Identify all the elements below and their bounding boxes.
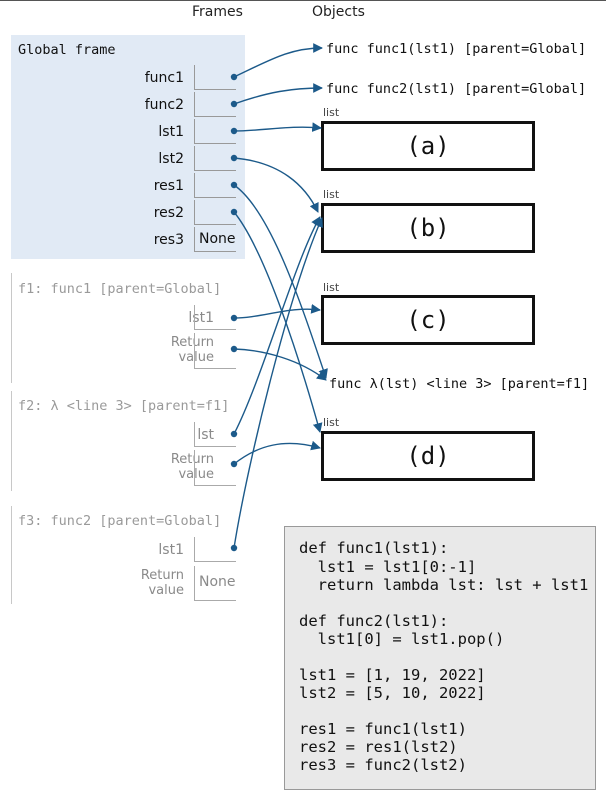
- list-box-b: (b): [321, 203, 535, 253]
- var-cell-func2: [194, 92, 236, 117]
- arrow-func1: [233, 43, 323, 78]
- object-func2: func func2(lst1) [parent=Global]: [326, 81, 587, 97]
- dot-f1-return: [230, 345, 238, 353]
- frame-f2: [11, 391, 244, 491]
- dot-f2-lst: [230, 430, 238, 438]
- arrow-f2-lst: [233, 216, 321, 435]
- dot-lst2: [230, 154, 238, 162]
- list-label-d: list: [323, 416, 340, 429]
- dot-res2: [230, 208, 238, 216]
- frame-f3: [11, 506, 244, 604]
- dot-func2: [230, 100, 238, 108]
- var-name-res3: res3: [153, 232, 184, 248]
- frame-f3-return-cell: None: [194, 566, 236, 601]
- frame-f1-var-cell: [194, 305, 236, 330]
- list-label-a: list: [323, 106, 340, 119]
- code-box: def func1(lst1): lst1 = lst1[0:-1] retur…: [284, 526, 596, 790]
- var-name-func1: func1: [144, 70, 184, 86]
- dot-func1: [230, 73, 238, 81]
- list-box-c: (c): [321, 295, 535, 345]
- frame-f3-var-name: lst1: [158, 542, 184, 558]
- global-frame-title: Global frame: [18, 42, 116, 58]
- frame-f1: [11, 273, 244, 383]
- frame-f2-var-cell: [194, 422, 236, 447]
- var-cell-lst1: [194, 119, 236, 144]
- arrow-f3-lst1: [233, 217, 323, 549]
- objects-header: Objects: [312, 4, 365, 20]
- arrow-f2-return: [233, 440, 321, 465]
- frame-f1-title: f1: func1 [parent=Global]: [18, 281, 222, 297]
- var-name-lst2: lst2: [158, 151, 184, 167]
- frame-f2-return-cell: [194, 450, 236, 486]
- object-func1: func func1(lst1) [parent=Global]: [326, 41, 587, 57]
- code-line-2: lst1 = lst1[0:-1]: [299, 558, 477, 576]
- dot-f2-return: [230, 460, 238, 468]
- code-line-1: def func1(lst1):: [299, 539, 449, 557]
- var-name-func2: func2: [144, 97, 184, 113]
- frame-f2-title: f2: λ <line 3> [parent=f1]: [18, 398, 230, 414]
- list-box-a: (a): [321, 121, 535, 171]
- global-frame: [11, 35, 245, 259]
- arrow-lst2: [233, 157, 319, 213]
- code-line-5: def func2(lst1):: [299, 612, 449, 630]
- var-name-res1: res1: [153, 178, 184, 194]
- code-line-6: lst1[0] = lst1.pop(): [299, 630, 505, 648]
- code-line-8: lst1 = [1, 19, 2022]: [299, 666, 486, 684]
- code-line-13: res3 = func2(lst2): [299, 756, 467, 774]
- code-line-3: return lambda lst: lst + lst1: [299, 576, 589, 594]
- list-box-d: (d): [321, 431, 535, 481]
- list-label-b: list: [323, 188, 340, 201]
- top-border: [0, 0, 606, 1]
- arrow-f1-lst1: [233, 303, 321, 319]
- code-line-11: res1 = func1(lst1): [299, 720, 467, 738]
- var-cell-res2: [194, 200, 236, 225]
- var-name-lst1: lst1: [158, 124, 184, 140]
- frame-f3-title: f3: func2 [parent=Global]: [18, 513, 222, 529]
- var-cell-res1: [194, 173, 236, 198]
- arrow-res1: [233, 184, 328, 379]
- arrow-lst1: [233, 122, 322, 133]
- var-name-res2: res2: [153, 205, 184, 221]
- dot-f3-lst1: [230, 544, 238, 552]
- frame-f3-var-cell: [194, 537, 236, 562]
- arrow-f1-return: [233, 348, 327, 381]
- frames-header: Frames: [192, 4, 243, 20]
- code-line-9: lst2 = [5, 10, 2022]: [299, 684, 486, 702]
- var-cell-res3: None: [194, 227, 236, 252]
- code-line-12: res2 = res1(lst2): [299, 738, 458, 756]
- var-cell-lst2: [194, 146, 236, 171]
- dot-f1-lst1: [230, 314, 238, 322]
- arrow-res2: [233, 211, 323, 433]
- frame-f1-return-cell: [194, 333, 236, 369]
- var-cell-func1: [194, 65, 236, 90]
- list-label-c: list: [323, 281, 340, 294]
- frame-f2-var-name: lst: [197, 427, 214, 443]
- dot-lst1: [230, 127, 238, 135]
- object-lambda: func λ(lst) <line 3> [parent=f1]: [329, 376, 590, 392]
- arrow-func2: [233, 83, 323, 105]
- dot-res1: [230, 181, 238, 189]
